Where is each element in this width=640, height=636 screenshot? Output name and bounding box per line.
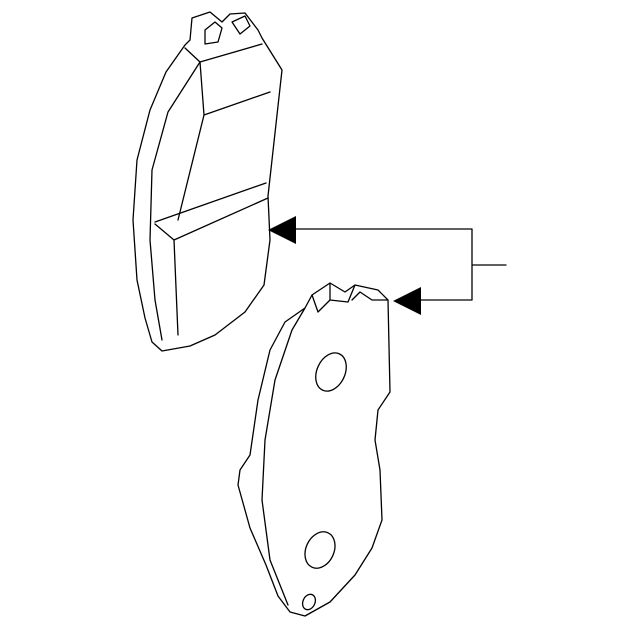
inner-pad-small-hole [301, 593, 317, 611]
outer-pad-tab [204, 15, 251, 45]
outer-brake-pad [132, 11, 283, 352]
outer-pad-top-line [199, 43, 263, 63]
inner-pad-lower-hole [304, 531, 336, 569]
callout-leader [268, 216, 507, 315]
outer-pad-diagonal-1 [177, 61, 205, 221]
outer-pad-lower-line [173, 239, 179, 336]
inner-pad-upper-hole [315, 352, 347, 392]
inner-pad-tab [311, 282, 389, 313]
arrowhead-outer-pad [268, 216, 296, 244]
outer-pad-outline [132, 11, 283, 352]
leader-line [291, 228, 507, 301]
outer-pad-inner-line [203, 91, 271, 116]
outer-pad-mid-line-1 [154, 182, 267, 223]
inner-brake-pad [237, 282, 391, 617]
inner-pad-edge-line [261, 307, 306, 606]
arrowhead-inner-pad [393, 287, 421, 315]
inner-pad-outline [237, 282, 391, 617]
